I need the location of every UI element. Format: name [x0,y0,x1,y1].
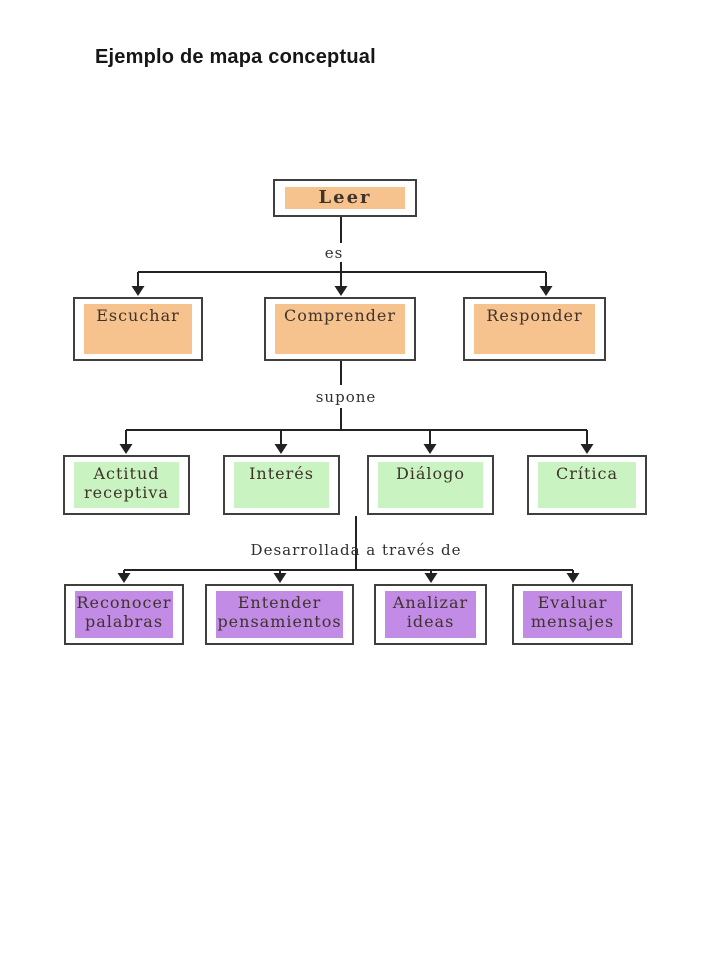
node-reconocer-palabras: Reconocer palabras [64,584,184,645]
node-entender-fill: Entender pensamientos [216,591,343,638]
node-label-actitud: Actitud receptiva [84,464,169,502]
node-label-responder: Responder [486,306,583,325]
node-label-critica: Crítica [555,464,619,483]
node-label-dialogo: Diálogo [395,464,466,483]
node-responder: Responder [463,297,606,361]
node-actitud-fill: Actitud receptiva [74,462,179,508]
node-responder-fill: Responder [474,304,595,354]
connector-label-supone: supone [315,388,377,406]
node-label-analizar: Analizar ideas [392,593,469,631]
slide-title: Ejemplo de mapa conceptual [95,46,376,68]
connector-label-es: es [324,244,344,262]
node-critica: Crítica [527,455,647,515]
node-escuchar: Escuchar [73,297,203,361]
node-evaluar-mensajes: Evaluar mensajes [512,584,633,645]
node-interes: Interés [223,455,340,515]
node-dialogo: Diálogo [367,455,494,515]
node-actitud-receptiva: Actitud receptiva [63,455,190,515]
node-label-comprender: Comprender [283,306,397,325]
node-label-entender: Entender pensamientos [217,593,342,631]
node-entender-pensamientos: Entender pensamientos [205,584,354,645]
node-comprender-fill: Comprender [275,304,405,354]
node-label-interes: Interés [249,464,314,483]
node-comprender: Comprender [264,297,416,361]
node-evaluar-fill: Evaluar mensajes [523,591,622,638]
node-label-escuchar: Escuchar [96,306,180,325]
node-escuchar-fill: Escuchar [84,304,192,354]
node-leer-fill: Leer [285,187,405,209]
node-label-leer: Leer [318,187,372,209]
connector-label-desarrollada: Desarrollada a través de [250,541,462,559]
node-analizar-ideas: Analizar ideas [374,584,487,645]
node-label-reconocer: Reconocer palabras [76,593,172,631]
node-label-evaluar: Evaluar mensajes [530,593,615,631]
node-interes-fill: Interés [234,462,329,508]
node-leer: Leer [273,179,417,217]
node-dialogo-fill: Diálogo [378,462,483,508]
node-analizar-fill: Analizar ideas [385,591,476,638]
node-reconocer-fill: Reconocer palabras [75,591,173,638]
node-critica-fill: Crítica [538,462,636,508]
